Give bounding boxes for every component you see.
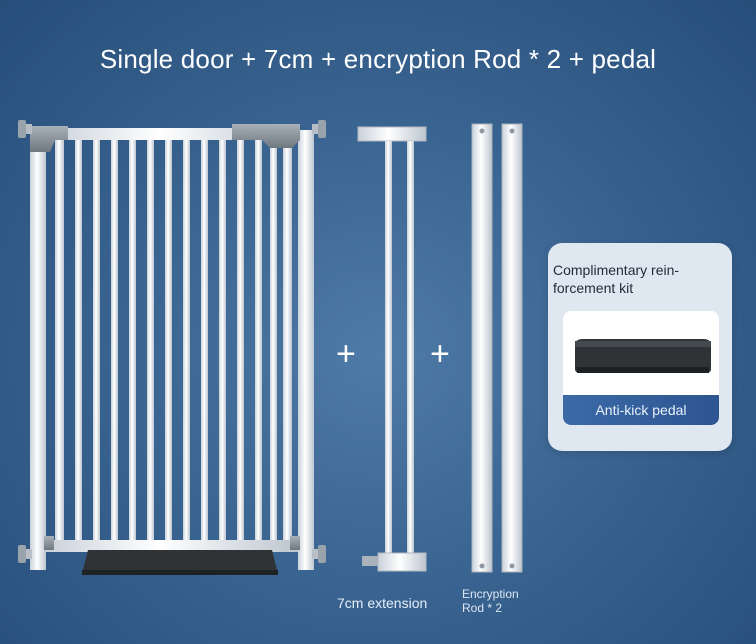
pedal-image [575,339,711,373]
kit-title: Complimentary rein- forcement kit [553,261,729,297]
pedal-label: Anti-kick pedal [563,395,719,425]
extension-caption: 7cm extension [337,595,428,611]
reinforcement-kit-panel: Complimentary rein- forcement kit Anti-k… [548,243,732,451]
plus-icon: + [336,335,356,373]
kit-title-line2: forcement kit [553,280,634,296]
rod-caption-line1: Encryption [462,587,519,601]
kit-title-line1: Complimentary rein- [553,262,680,278]
pedal-card: Anti-kick pedal [563,311,719,425]
plus-icon: + [430,335,450,373]
page-title: Single door + 7cm + encryption Rod * 2 +… [99,44,657,74]
rod-caption-line2: Rod * 2 [462,601,503,615]
